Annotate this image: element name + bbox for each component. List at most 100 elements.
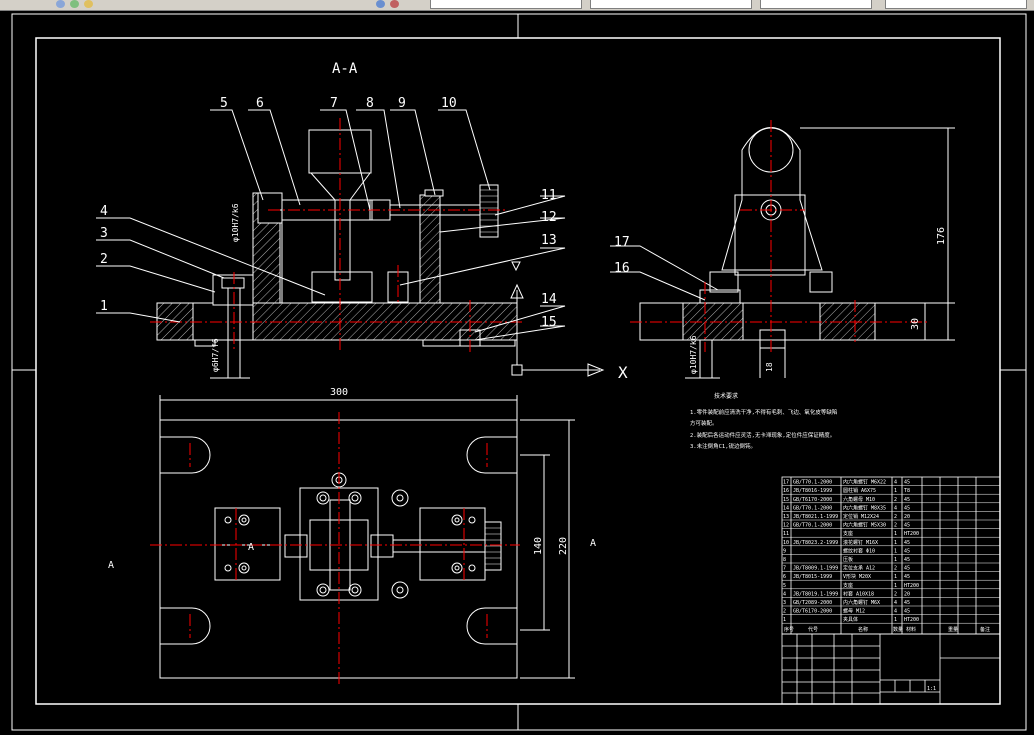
svg-text:方可装配。: 方可装配。 — [690, 419, 718, 427]
svg-text:备注: 备注 — [980, 626, 990, 633]
bom-cell-name: 螺母 M12 — [843, 608, 865, 615]
svg-text:2.装配后各运动件应灵活,无卡滞现象,定位件应保证精度。: 2.装配后各运动件应灵活,无卡滞现象,定位件应保证精度。 — [690, 431, 835, 439]
bom-cell-mat: 20 — [904, 514, 910, 520]
axis-x-label: X — [618, 363, 628, 382]
bom-cell-mat: 45 — [904, 557, 910, 563]
linetype-icon[interactable] — [390, 0, 399, 8]
dim-width-inner: 140 — [533, 537, 544, 555]
bom-cell-mat: HT200 — [904, 617, 919, 623]
svg-text:数量: 数量 — [893, 626, 903, 633]
svg-text:5: 5 — [220, 96, 228, 111]
bom-cell-no: 8 — [783, 557, 786, 563]
bom-cell-qty: 1 — [894, 583, 897, 589]
bom-cell-mat: 45 — [904, 497, 910, 503]
bom-cell-mat: 45 — [904, 574, 910, 580]
top-centerlines — [150, 412, 520, 686]
application-toolbar — [0, 0, 1034, 11]
svg-text:代号: 代号 — [808, 626, 818, 633]
bom-cell-name: 内六角螺钉 M5X30 — [843, 522, 886, 529]
right-support — [419, 194, 441, 304]
bom-cell-name: 压板 — [843, 556, 853, 563]
bom-cell-std: JB/T8009.1-1999 — [793, 566, 838, 572]
callout-numbers: 1 2 3 4 5 6 7 8 9 10 11 12 13 14 15 16 1… — [100, 96, 630, 330]
bom-cell-no: 6 — [783, 574, 786, 580]
bom-cell-std: GB/T6170-2000 — [793, 497, 832, 503]
bom-row-lines — [782, 485, 1000, 624]
svg-text:11: 11 — [541, 188, 557, 203]
section-mark-right: A — [590, 538, 596, 549]
bom-cell-mat: 45 — [904, 566, 910, 572]
bom-cell-name: 螺纹衬套 Φ10 — [843, 547, 875, 554]
bom-cell-mat: HT200 — [904, 583, 919, 589]
svg-text:1.零件装配前应清洗干净,不得有毛刺、飞边、氧化皮等缺陷: 1.零件装配前应清洗干净,不得有毛刺、飞边、氧化皮等缺陷 — [690, 408, 837, 416]
bom-cell-no: 1 — [783, 617, 786, 623]
bom-cell-name: 六角螺母 M10 — [843, 496, 875, 503]
fit-label-side: φ10H7/k6 — [689, 335, 698, 374]
match-icon[interactable] — [376, 0, 385, 8]
bom-cell-name: 定位销 M12X24 — [843, 513, 879, 520]
svg-text:9: 9 — [398, 96, 406, 111]
bom-cell-qty: 1 — [894, 540, 897, 546]
lineweight-dropdown[interactable] — [885, 0, 1027, 9]
knurled-knob — [479, 184, 499, 238]
bom-cell-name: 定位支承 A12 — [843, 565, 875, 572]
fit-label-left: φ10H7/k6 — [231, 203, 240, 242]
bom-cell-no: 5 — [783, 583, 786, 589]
svg-text:序号: 序号 — [784, 626, 794, 633]
bom-cell-name: 内六角螺钉 M8X35 — [843, 504, 886, 511]
section-mark-mid: A — [248, 542, 254, 553]
bom-cell-name: 夹具体 — [843, 616, 858, 623]
bom-cell-std: JB/T8015-1999 — [793, 574, 832, 580]
drawing-frame — [11, 13, 1027, 731]
bom-header: 序号 代号 名称 数量 材料 重量 备注 — [784, 626, 990, 633]
section-mark-left: A — [108, 560, 114, 571]
bom-cell-qty: 4 — [894, 505, 897, 511]
properties-icon[interactable] — [84, 0, 93, 8]
bom-cell-name: 圆柱销 A6X75 — [843, 487, 876, 494]
svg-text:2: 2 — [100, 252, 108, 267]
technical-notes: 1.零件装配前应清洗干净,不得有毛刺、飞边、氧化皮等缺陷 方可装配。 2.装配后… — [690, 408, 837, 450]
layer-icon[interactable] — [56, 0, 65, 8]
bom-cell-std: GB/T70.1-2000 — [793, 480, 832, 486]
svg-text:17: 17 — [614, 235, 630, 250]
bom-cell-qty: 2 — [894, 566, 897, 572]
bom-cell-qty: 4 — [894, 609, 897, 615]
bom-table — [781, 476, 1001, 635]
bom-cell-mat: 45 — [904, 523, 910, 529]
linetype-dropdown[interactable] — [760, 0, 872, 9]
top-view — [159, 395, 575, 679]
svg-text:1: 1 — [100, 299, 108, 314]
drawing-canvas[interactable]: A-A — [0, 11, 1034, 735]
bom-cell-std: GB/T70.1-2000 — [793, 523, 832, 529]
callout-leaders — [96, 109, 719, 341]
dim-side-bottom: 18 — [765, 362, 774, 372]
bom-cell-std: GB/T6170-2000 — [793, 609, 832, 615]
bom-cell-no: 17 — [783, 480, 789, 486]
svg-text:12: 12 — [541, 210, 557, 225]
bom-cell-std: JB/T8021.1-1999 — [793, 514, 838, 520]
bom-cell-mat: 45 — [904, 548, 910, 554]
bom-cell-mat: 45 — [904, 480, 910, 486]
side-view — [639, 127, 955, 379]
layer-dropdown[interactable] — [430, 0, 582, 9]
side-centerlines — [630, 120, 930, 352]
bom-cell-qty: 2 — [894, 523, 897, 529]
bom-cell-name: 支座 — [843, 582, 853, 589]
svg-text:4: 4 — [100, 204, 108, 219]
bom-cell-name: 支座 — [843, 530, 853, 537]
bom-cell-qty: 2 — [894, 514, 897, 520]
bom-cell-qty: 1 — [894, 617, 897, 623]
bom-cell-qty: 2 — [894, 497, 897, 503]
bom-cell-no: 11 — [783, 531, 789, 537]
bom-cell-mat: 45 — [904, 505, 910, 511]
color-dropdown[interactable] — [590, 0, 752, 9]
fit-label-small: φ6H7/f6 — [211, 338, 220, 372]
color-icon[interactable] — [70, 0, 79, 8]
bom-cell-no: 4 — [783, 591, 786, 597]
bom-cell-qty: 1 — [894, 548, 897, 554]
dim-side-height: 176 — [936, 227, 947, 245]
bom-cell-std: JB/T8019.1-1999 — [793, 591, 838, 597]
bom-cell-std: GB/T2089-2000 — [793, 600, 832, 606]
bom-cell-no: 16 — [783, 488, 789, 494]
bom-cell-mat: HT200 — [904, 531, 919, 537]
